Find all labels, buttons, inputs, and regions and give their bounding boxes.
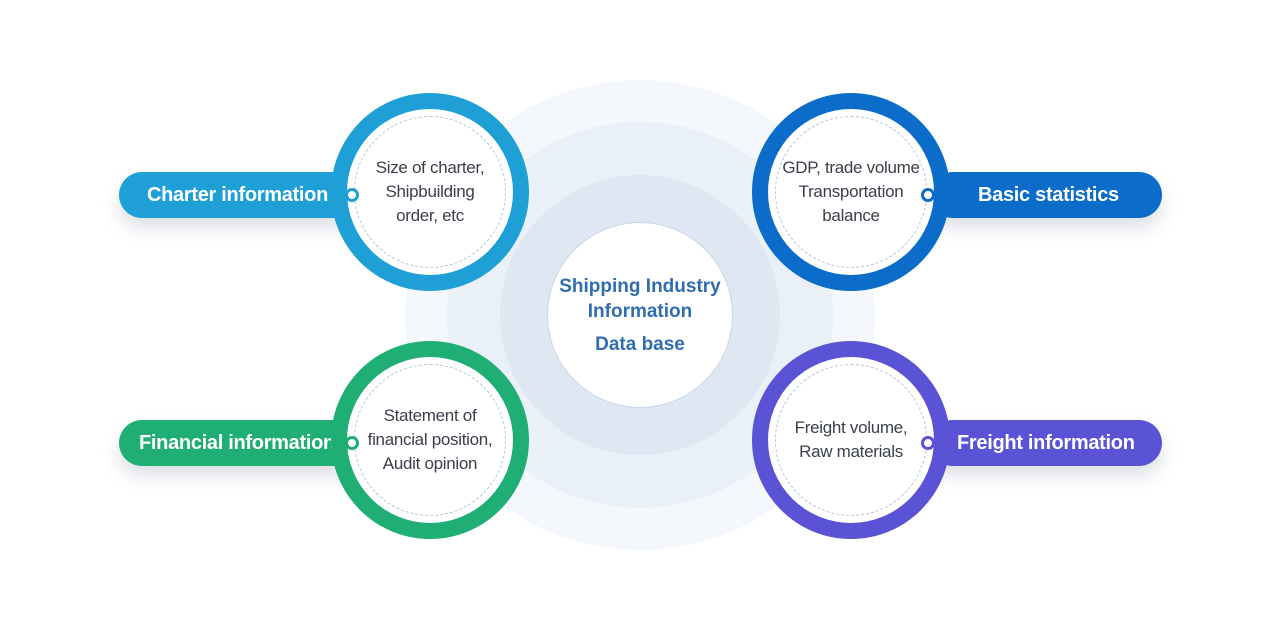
detail-line: Size of charter, (375, 158, 485, 177)
basic-statistics-circle: GDP, trade volume Transportation balance (752, 93, 950, 291)
detail-line: Shipbuilding (385, 182, 475, 201)
detail-line: GDP, trade volume (782, 158, 920, 177)
basic-statistics-pill: Basic statistics (930, 172, 1162, 218)
freight-information-details: Freight volume, Raw materials (795, 416, 908, 464)
detail-line: Statement of (383, 406, 477, 425)
detail-line: financial position, (367, 430, 493, 449)
center-title-line-2: Information (587, 300, 693, 322)
financial-information-label: Financial information (139, 431, 335, 454)
charter-information-details: Size of charter, Shipbuilding order, etc (376, 156, 485, 228)
financial-information-circle: Statement of financial position, Audit o… (331, 341, 529, 539)
connector-dot (345, 188, 359, 202)
detail-line: Audit opinion (382, 454, 478, 473)
charter-information-circle: Size of charter, Shipbuilding order, etc (331, 93, 529, 291)
charter-information-label: Charter information (147, 183, 328, 206)
connector-dot (921, 188, 935, 202)
freight-information-circle: Freight volume, Raw materials (752, 341, 950, 539)
financial-information-pill: Financial information (119, 420, 355, 466)
connector-dot (345, 436, 359, 450)
detail-line: Transportation (798, 182, 904, 201)
basic-statistics-label: Basic statistics (978, 183, 1119, 206)
detail-line: Raw materials (799, 442, 903, 461)
center-hub: Shipping Industry Information Data base (547, 222, 733, 408)
freight-information-pill: Freight information (930, 420, 1162, 466)
center-title-line-3: Data base (595, 333, 685, 355)
center-title-line-1: Shipping Industry (559, 275, 721, 297)
charter-information-pill: Charter information (119, 172, 355, 218)
connector-dot (921, 436, 935, 450)
freight-information-label: Freight information (957, 431, 1135, 454)
basic-statistics-details: GDP, trade volume Transportation balance (782, 156, 920, 228)
detail-line: balance (822, 206, 880, 225)
detail-line: Freight volume, (794, 418, 908, 437)
financial-information-details: Statement of financial position, Audit o… (368, 404, 493, 476)
detail-line: order, etc (396, 206, 464, 225)
